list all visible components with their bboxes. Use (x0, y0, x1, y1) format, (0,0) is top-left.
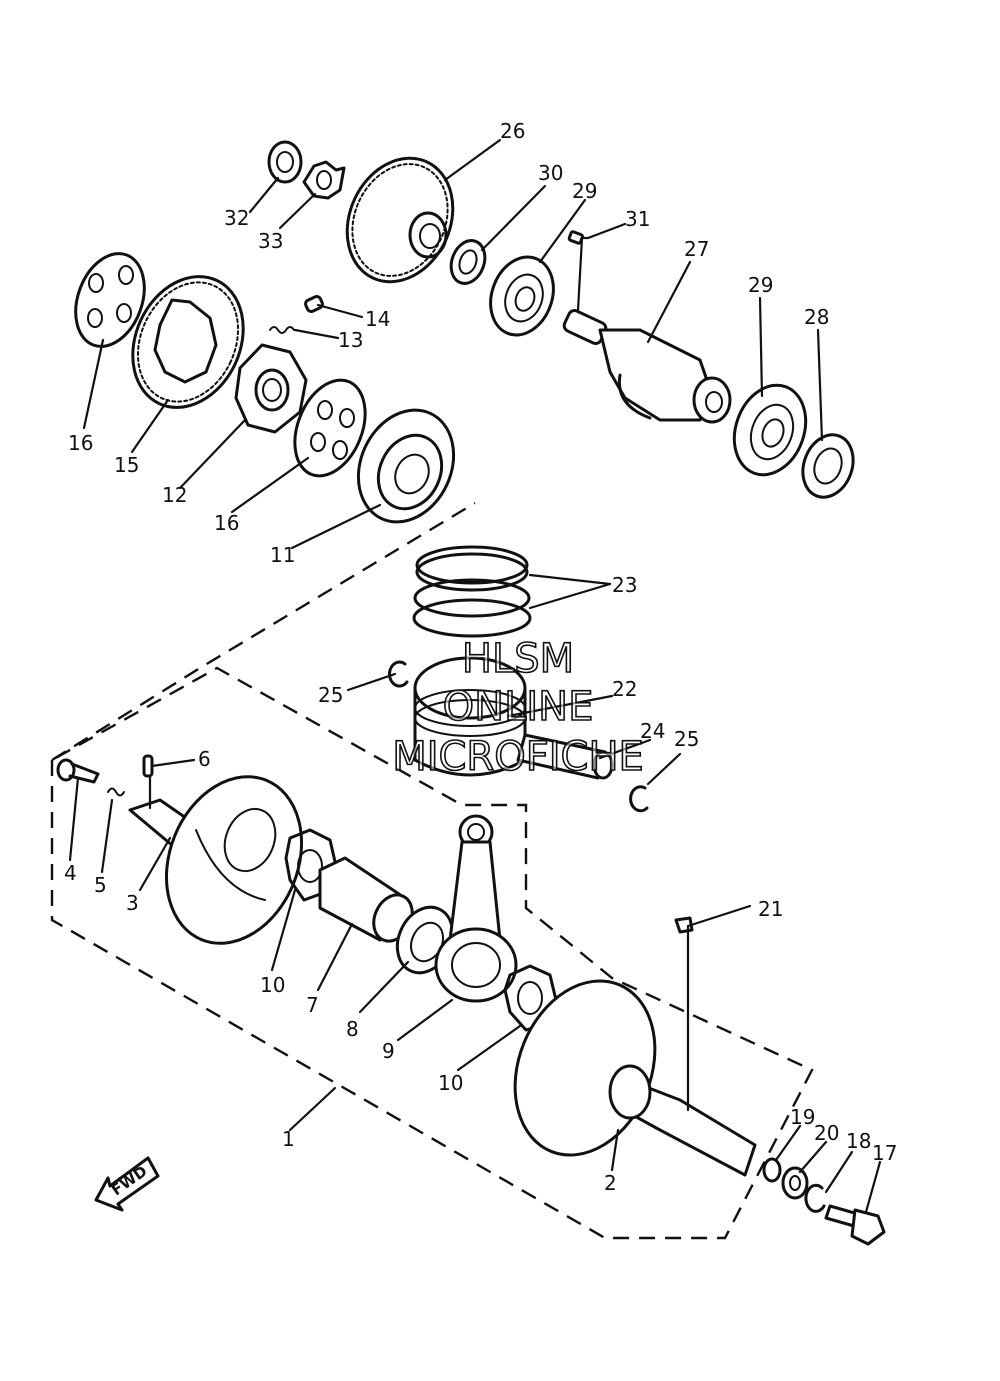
gear-15 (131, 275, 245, 409)
piston-pin-24 (516, 733, 614, 780)
callout-30: 30 (538, 161, 563, 185)
fwd-arrow-icon: FWD (94, 1156, 160, 1212)
circlip-25-right (629, 785, 649, 813)
callout-16-left: 16 (68, 431, 93, 455)
watermark-line-1: HLSM (462, 636, 574, 682)
washer-19 (762, 1157, 782, 1183)
callout-31: 31 (625, 207, 650, 231)
callout-24: 24 (640, 719, 665, 743)
callout-12: 12 (162, 483, 187, 507)
piston-rings-23 (412, 545, 532, 638)
spring-13 (269, 326, 295, 334)
callout-32: 32 (224, 206, 249, 230)
plate-16-right (293, 378, 367, 478)
callout-13: 13 (338, 328, 363, 352)
callout-18: 18 (846, 1129, 871, 1153)
callout-19: 19 (790, 1105, 815, 1129)
callout-15: 15 (114, 453, 139, 477)
spring-5 (107, 787, 125, 797)
watermark-line-2: ONLINE (443, 684, 594, 730)
callout-numbers: 26 30 29 31 27 29 28 32 33 14 13 16 15 1… (64, 119, 897, 1195)
callout-28: 28 (804, 305, 829, 329)
pin-14 (304, 294, 324, 314)
callout-33: 33 (258, 229, 283, 253)
callout-23: 23 (612, 573, 637, 597)
watermark: HLSM ONLINE MICROFICHE (391, 635, 644, 781)
callout-25-left: 25 (318, 683, 343, 707)
callout-10-right: 10 (438, 1071, 463, 1095)
callout-17: 17 (872, 1141, 897, 1165)
callout-16-right: 16 (214, 511, 239, 535)
callout-8: 8 (346, 1017, 359, 1041)
leader-lines (68, 138, 882, 1214)
callout-2: 2 (604, 1171, 617, 1195)
seal-30 (449, 239, 487, 285)
callout-29-upper: 29 (572, 179, 597, 203)
plate-16-left (74, 252, 146, 348)
nut-32 (267, 140, 303, 184)
gear-26 (345, 156, 455, 284)
bearing-28 (801, 433, 855, 499)
washer-20 (781, 1166, 809, 1200)
callout-11: 11 (270, 543, 295, 567)
callout-29-right: 29 (748, 273, 773, 297)
connecting-rod-9 (434, 814, 518, 1003)
bearing-11 (356, 408, 456, 524)
callout-5: 5 (94, 873, 107, 897)
hub-12 (234, 343, 308, 434)
callout-3: 3 (126, 891, 139, 915)
lock-washer-33 (302, 160, 346, 200)
crank-3 (128, 775, 304, 945)
callout-1: 1 (282, 1127, 295, 1151)
callout-20: 20 (814, 1121, 839, 1145)
bearing-29-right (732, 383, 808, 477)
callout-21: 21 (758, 897, 783, 921)
callout-10-left: 10 (260, 973, 285, 997)
callout-22: 22 (612, 677, 637, 701)
callout-9: 9 (382, 1039, 395, 1063)
watermark-line-3: MICROFICHE (392, 734, 644, 780)
balancer-shaft-27 (562, 309, 732, 424)
crank-2 (513, 979, 757, 1177)
pin-4 (56, 758, 100, 784)
callout-7: 7 (306, 993, 319, 1017)
crankshaft-assembly-boundary (50, 501, 814, 1240)
callout-4: 4 (64, 861, 77, 885)
callout-14: 14 (365, 307, 390, 331)
callout-6: 6 (198, 747, 211, 771)
washer-18 (804, 1183, 826, 1213)
piston-22 (413, 656, 527, 777)
callout-25-right: 25 (674, 727, 699, 751)
bolt-17 (824, 1204, 886, 1246)
callout-27: 27 (684, 237, 709, 261)
callout-26: 26 (500, 119, 525, 143)
bearing-29-upper (489, 255, 555, 337)
pin-6 (142, 754, 154, 778)
